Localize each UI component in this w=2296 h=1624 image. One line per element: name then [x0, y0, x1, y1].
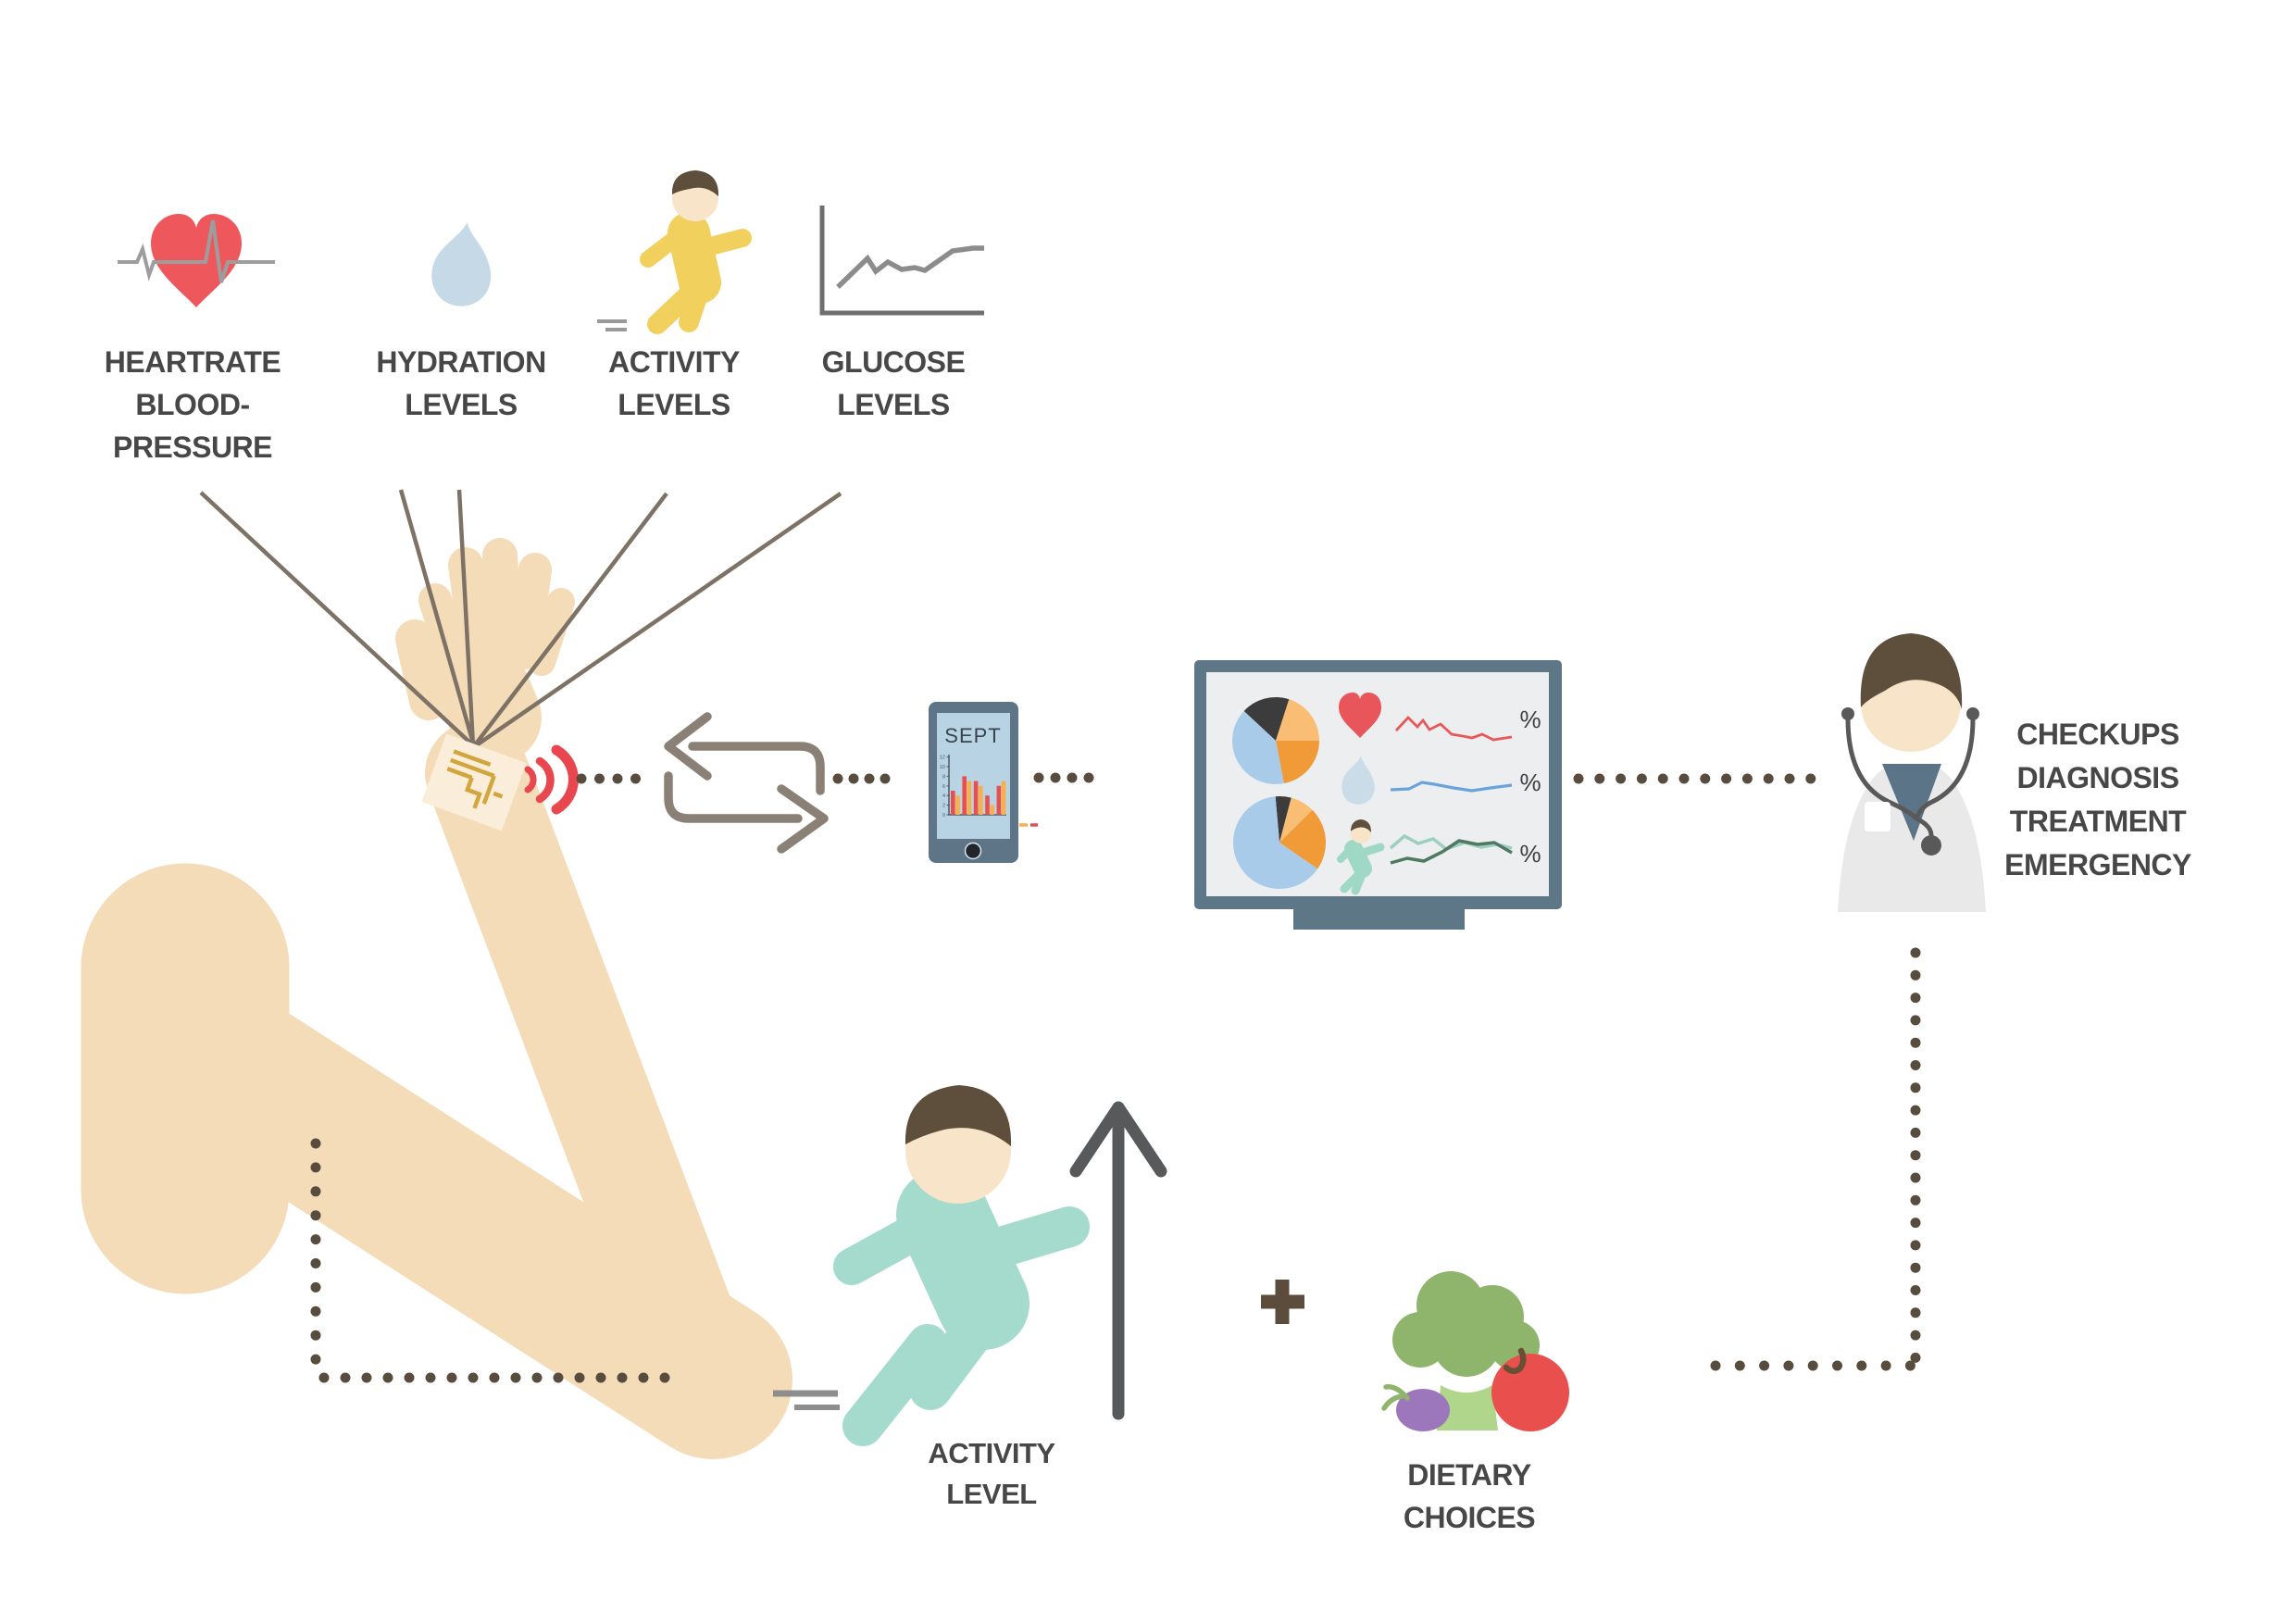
dietary-choices-icon — [1381, 1271, 1569, 1431]
svg-text:2: 2 — [942, 804, 945, 809]
chart-axes — [819, 206, 984, 316]
label-activity-level: ACTIVITY LEVEL — [928, 1437, 1055, 1510]
baby-hair — [905, 1085, 1012, 1146]
dotted-line-sensor-to-sync — [576, 773, 641, 784]
dotted-line-bottom-left — [318, 1372, 670, 1383]
doctor-shirt — [1882, 764, 1941, 841]
hydration-percent-label: % — [1519, 768, 1541, 796]
speed-dashes-icon — [773, 1390, 840, 1410]
svg-text:6: 6 — [942, 784, 945, 790]
doctor-figure — [1838, 633, 1986, 912]
phone-bar-chart: 0 2 4 6 8 10 12 — [940, 756, 1006, 818]
activity-percent-label: % — [1519, 840, 1541, 868]
svg-text:12: 12 — [940, 756, 945, 761]
dotted-line-doctor-down — [1910, 947, 1921, 1363]
svg-text:4: 4 — [942, 793, 945, 799]
connector-glucose — [473, 492, 842, 748]
dotted-line-bottom-right — [1710, 1360, 1915, 1371]
sync-arrows-icon — [664, 712, 829, 854]
running-baby-icon — [1337, 819, 1385, 895]
stethoscope-earpiece-left — [1841, 707, 1854, 720]
glucose-trend-line — [836, 245, 984, 289]
wireless-signal-icon — [524, 744, 579, 815]
connector-bloodpressure — [398, 489, 477, 747]
arm-illustration — [81, 538, 792, 1459]
monitor-stand — [1293, 909, 1465, 930]
skin-sensor-patch — [421, 733, 527, 831]
dotted-line-sync-to-phone — [832, 773, 891, 784]
label-activity-levels: ACTIVITY LEVELS — [608, 345, 740, 421]
broccoli-stalk — [1437, 1385, 1498, 1430]
heart-percent-label: % — [1519, 706, 1541, 733]
svg-text:0: 0 — [942, 813, 945, 818]
stethoscope-earpiece-right — [1966, 707, 1979, 720]
ekg-line — [118, 219, 275, 283]
tomato — [1491, 1347, 1569, 1431]
dotted-line-monitor-to-doctor — [1573, 773, 1816, 784]
metric-connector-lines — [199, 489, 842, 748]
label-hydration-levels: HYDRATION LEVELS — [376, 345, 546, 421]
doctor-coat — [1838, 764, 1986, 912]
connector-activity — [472, 492, 668, 748]
activity-feedback-figure — [773, 1085, 1090, 1446]
connector-hydration — [456, 489, 476, 747]
monitor: % % % — [1194, 660, 1562, 930]
phone-home-button[interactable] — [964, 842, 982, 860]
broccoli-head — [1392, 1271, 1540, 1377]
water-drop-icon — [431, 222, 492, 306]
label-doctor-outcomes: CHECKUPS DIAGNOSIS TREATMENT EMERGENCY — [2004, 718, 2191, 881]
baby-hair — [671, 170, 719, 196]
svg-text:10: 10 — [940, 765, 945, 770]
increase-arrow-icon — [1069, 1101, 1167, 1420]
connector-heartrate — [199, 491, 476, 748]
doctor-pocket — [1865, 802, 1890, 831]
stethoscope-diaphragm — [1921, 835, 1941, 856]
dotted-line-left-up-to-arm — [310, 1138, 321, 1365]
doctor-hair — [1860, 633, 1963, 709]
monitor-pie-top — [1232, 696, 1319, 784]
label-heartrate-bloodpressure: HEARTRATE BLOOD- PRESSURE — [104, 345, 281, 464]
phone-month-label: SEPT — [944, 724, 1001, 747]
turnip — [1381, 1384, 1450, 1431]
running-baby-icon — [597, 170, 752, 334]
monitor-pie-bottom — [1233, 795, 1326, 889]
water-drop-icon — [1341, 756, 1375, 805]
label-dietary-choices: DIETARY CHOICES — [1403, 1458, 1536, 1534]
dotted-line-phone-to-monitor — [1033, 772, 1094, 783]
heart-ekg-icon — [118, 214, 275, 307]
svg-text:8: 8 — [942, 774, 945, 780]
hydration-trend-line — [1390, 781, 1513, 793]
smartphone: SEPT 0 2 4 6 8 10 12 — [929, 702, 1038, 863]
line-chart-icon — [819, 206, 984, 316]
heart-icon — [1339, 693, 1381, 738]
plus-icon — [1261, 1280, 1304, 1324]
speed-dashes-icon — [597, 319, 627, 331]
heart-rate-trend-line — [1394, 715, 1513, 742]
label-glucose-levels: GLUCOSE LEVELS — [821, 345, 966, 421]
activity-trend-line-dark — [1390, 839, 1513, 865]
stethoscope-icon — [1845, 716, 1976, 838]
